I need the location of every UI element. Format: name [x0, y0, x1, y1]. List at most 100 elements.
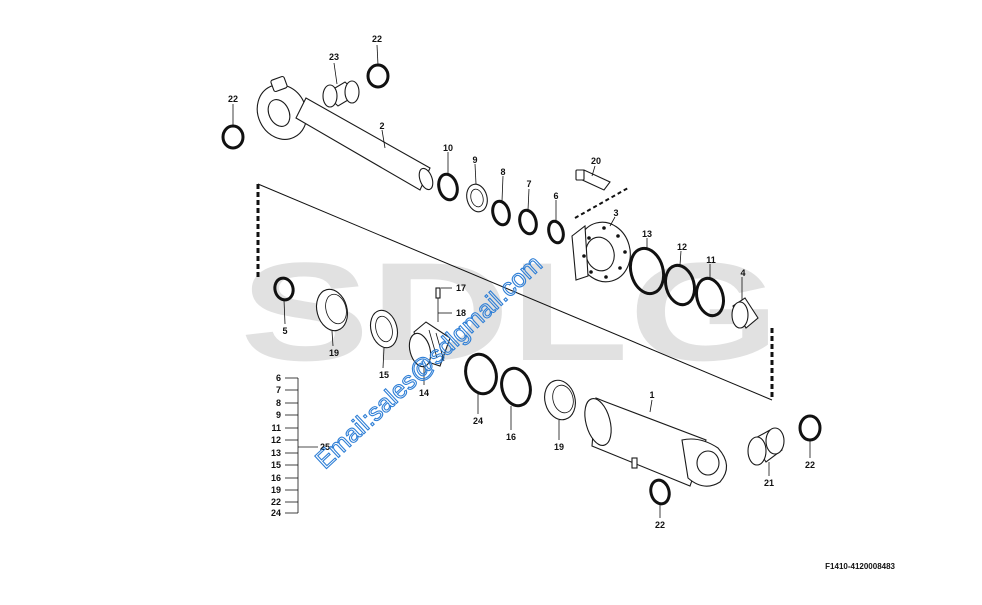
- part-13-ring: [628, 246, 666, 296]
- callout-10: 10: [443, 143, 453, 153]
- kit-item: 7: [276, 385, 281, 395]
- kit-item: 13: [271, 448, 281, 458]
- part-19-guide-ring-left: [315, 288, 349, 332]
- part-8-seal: [491, 199, 511, 227]
- bushing21-back: [765, 427, 785, 455]
- guide-ring-outer: [315, 288, 349, 332]
- callout-17: 17: [456, 283, 466, 293]
- callout-18: 18: [456, 308, 466, 318]
- bolt-head: [575, 169, 585, 181]
- part-14-piston: [408, 321, 451, 368]
- kit-item: 19: [271, 485, 281, 495]
- piston-face: [408, 332, 432, 368]
- part-9-seal: [466, 183, 488, 213]
- pin-17: [435, 287, 441, 299]
- bushing-face: [322, 84, 338, 108]
- head-bolt-holes: [582, 226, 627, 279]
- kit-tick-lines: [285, 377, 298, 514]
- callout-19-right: 19: [554, 442, 564, 452]
- part-1-cylinder-tube: [584, 397, 728, 487]
- callout-24: 24: [473, 416, 483, 426]
- part-12-ring: [664, 263, 696, 307]
- callout-12: 12: [677, 242, 687, 252]
- part-6-seal: [547, 219, 565, 245]
- frame-diagonal: [257, 183, 773, 401]
- part-16-ring: [500, 366, 532, 408]
- callout-9: 9: [472, 155, 477, 165]
- rod-end: [418, 167, 434, 191]
- kit-item: 15: [271, 460, 281, 470]
- piston-groove-1: [428, 329, 438, 359]
- part-11-ring: [695, 276, 725, 318]
- callout-6: 6: [553, 191, 558, 201]
- bushing-face-back: [344, 80, 360, 104]
- callout-15: 15: [379, 370, 389, 380]
- callout-14: 14: [419, 388, 429, 398]
- assembly-frame: [256, 183, 774, 401]
- tube-open-end: [584, 398, 612, 446]
- kit-item: 16: [271, 473, 281, 483]
- kit-25-bracket: 6 7 8 9 11 12 13 15 16 19 22 24 25: [271, 373, 330, 518]
- part-2-piston-rod: [256, 75, 434, 191]
- callout-8: 8: [500, 167, 505, 177]
- figure-code: F1410-4120008483: [825, 562, 895, 571]
- callouts: 1 2 3 4 5 6 7 8 9 10 11 12 13 14 15 16 1…: [228, 34, 815, 530]
- callout-20: 20: [591, 156, 601, 166]
- callout-19-left: 19: [329, 348, 339, 358]
- callout-22-right: 22: [805, 460, 815, 470]
- callout-5: 5: [282, 326, 287, 336]
- callout-16: 16: [506, 432, 516, 442]
- part-4-bushing: [731, 297, 759, 329]
- part-15-ring: [369, 309, 399, 349]
- leader-lines: [232, 44, 811, 518]
- piston-groove-2: [435, 332, 445, 362]
- tube-eye-bore: [696, 450, 720, 476]
- kit-item: 11: [271, 423, 281, 433]
- kit-item: 9: [276, 410, 281, 420]
- kit-item: 8: [276, 398, 281, 408]
- kit-item: 6: [276, 373, 281, 383]
- part-19-guide-ring-right: [544, 379, 576, 421]
- bushing21-face: [747, 436, 767, 466]
- callout-25: 25: [320, 442, 330, 452]
- part-23-bushing: [322, 80, 360, 108]
- seal-9-outer: [466, 183, 488, 213]
- tube-port: [631, 457, 638, 469]
- part-21-bushing: [747, 427, 785, 466]
- callout-4: 4: [740, 268, 745, 278]
- callout-21: 21: [764, 478, 774, 488]
- kit-item: 24: [271, 508, 281, 518]
- guide-ring-r-inner: [552, 384, 574, 414]
- callout-11: 11: [706, 255, 716, 265]
- part-3-cylinder-head: [571, 221, 631, 283]
- part-22-snap-ring-top: [366, 63, 390, 89]
- part-20-bolt: [575, 169, 611, 191]
- part-24-ring: [464, 352, 498, 396]
- part-5-ring: [273, 276, 295, 302]
- part-17-pin: [435, 287, 441, 322]
- guide-ring-r-outer: [544, 379, 576, 421]
- part-22-snap-ring-bottom: [649, 478, 671, 506]
- callout-22-bottom: 22: [655, 520, 665, 530]
- callout-23: 23: [329, 52, 339, 62]
- grease-nipple: [270, 75, 288, 93]
- callout-22-left: 22: [228, 94, 238, 104]
- kit-item: 22: [271, 497, 281, 507]
- ring15-inner: [375, 315, 393, 343]
- callout-22-top: 22: [372, 34, 382, 44]
- bushing4-face: [731, 301, 749, 329]
- callout-3: 3: [613, 208, 618, 218]
- callout-7: 7: [526, 179, 531, 189]
- seal-9-inner: [470, 188, 484, 208]
- callout-2: 2: [379, 121, 384, 131]
- callout-1: 1: [649, 390, 654, 400]
- part-22-snap-ring-left: [221, 124, 245, 150]
- guide-ring-inner: [325, 293, 347, 325]
- frame-bolt-dashed: [574, 187, 629, 219]
- part-22-snap-ring-right: [798, 414, 822, 442]
- callout-13: 13: [642, 229, 652, 239]
- rod-eye-bore: [267, 99, 291, 127]
- rod-shaft: [295, 97, 431, 191]
